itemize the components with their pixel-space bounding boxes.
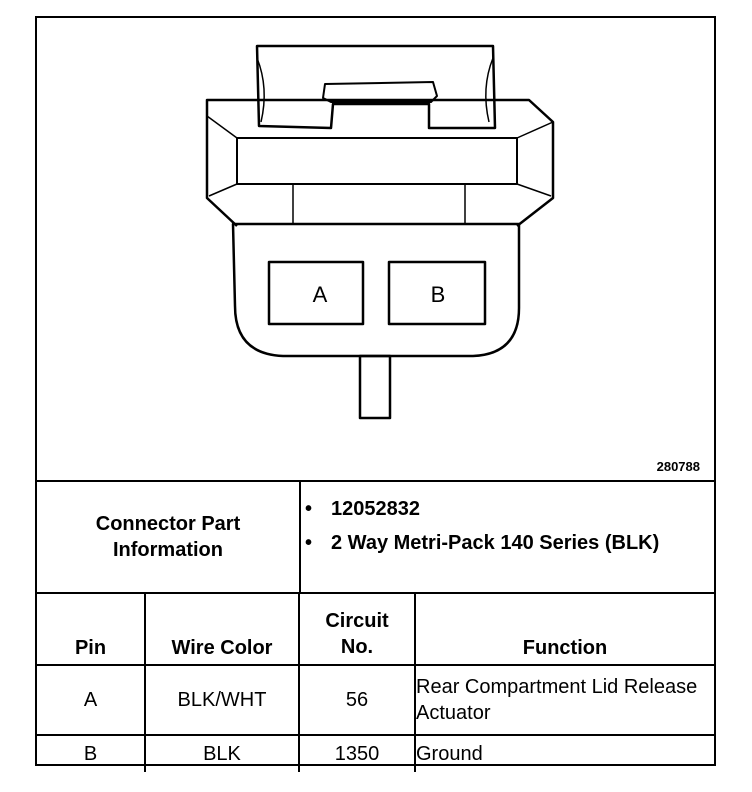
header-circuit: Circuit No. <box>298 594 416 666</box>
header-pin: Pin <box>37 594 146 666</box>
lock-tab <box>236 137 518 185</box>
cavity-b <box>387 260 487 326</box>
cell-wire-color: BLK/WHT <box>144 664 300 736</box>
header-circuit-line1: Circuit <box>325 610 389 632</box>
connector-part-label-line2: Information <box>113 539 223 561</box>
cell-pin: B <box>37 734 146 772</box>
header-circuit-line2: No. <box>340 636 374 658</box>
cell-function: Ground <box>414 734 714 772</box>
table-row: A BLK/WHT 56 Rear Compartment Lid Releas… <box>37 664 714 736</box>
wire-lead <box>358 354 392 420</box>
connector-shoulder <box>205 98 555 227</box>
cell-pin: A <box>37 664 146 736</box>
figure-id: 280788 <box>656 459 700 474</box>
connector-face <box>231 222 521 358</box>
connector-diagram: A B 280788 <box>37 18 714 482</box>
pin-table-header: Pin Wire Color Circuit No. Function <box>37 594 714 666</box>
connector-part-row: Connector Part Information 12052832 2 Wa… <box>37 482 714 594</box>
cell-wire-color: BLK <box>144 734 300 772</box>
cavity-b-label: B <box>431 282 446 307</box>
header-function: Function <box>414 594 714 666</box>
connector-part-info: 12052832 2 Way Metri-Pack 140 Series (BL… <box>301 496 711 564</box>
connector-latch <box>255 44 497 130</box>
header-wire-color: Wire Color <box>144 594 300 666</box>
cavity-a <box>267 260 365 326</box>
pin-table: Pin Wire Color Circuit No. Function A BL… <box>37 594 714 772</box>
connector-part-label: Connector Part Information <box>37 482 301 592</box>
connector-part-label-line1: Connector Part <box>95 513 241 535</box>
latch-slot <box>322 81 438 103</box>
table-row: B BLK 1350 Ground <box>37 734 714 772</box>
connector-info-frame: A B 280788 Connector Part Information 12… <box>35 16 716 772</box>
part-description: 2 Way Metri-Pack 140 Series (BLK) <box>301 530 711 556</box>
connector-drawing: A B <box>205 44 555 420</box>
part-number: 12052832 <box>301 496 711 522</box>
cell-function: Rear Compartment Lid Release Actuator <box>414 664 714 736</box>
cell-circuit: 56 <box>298 664 416 736</box>
cavity-a-label: A <box>313 282 328 307</box>
cell-circuit: 1350 <box>298 734 416 772</box>
